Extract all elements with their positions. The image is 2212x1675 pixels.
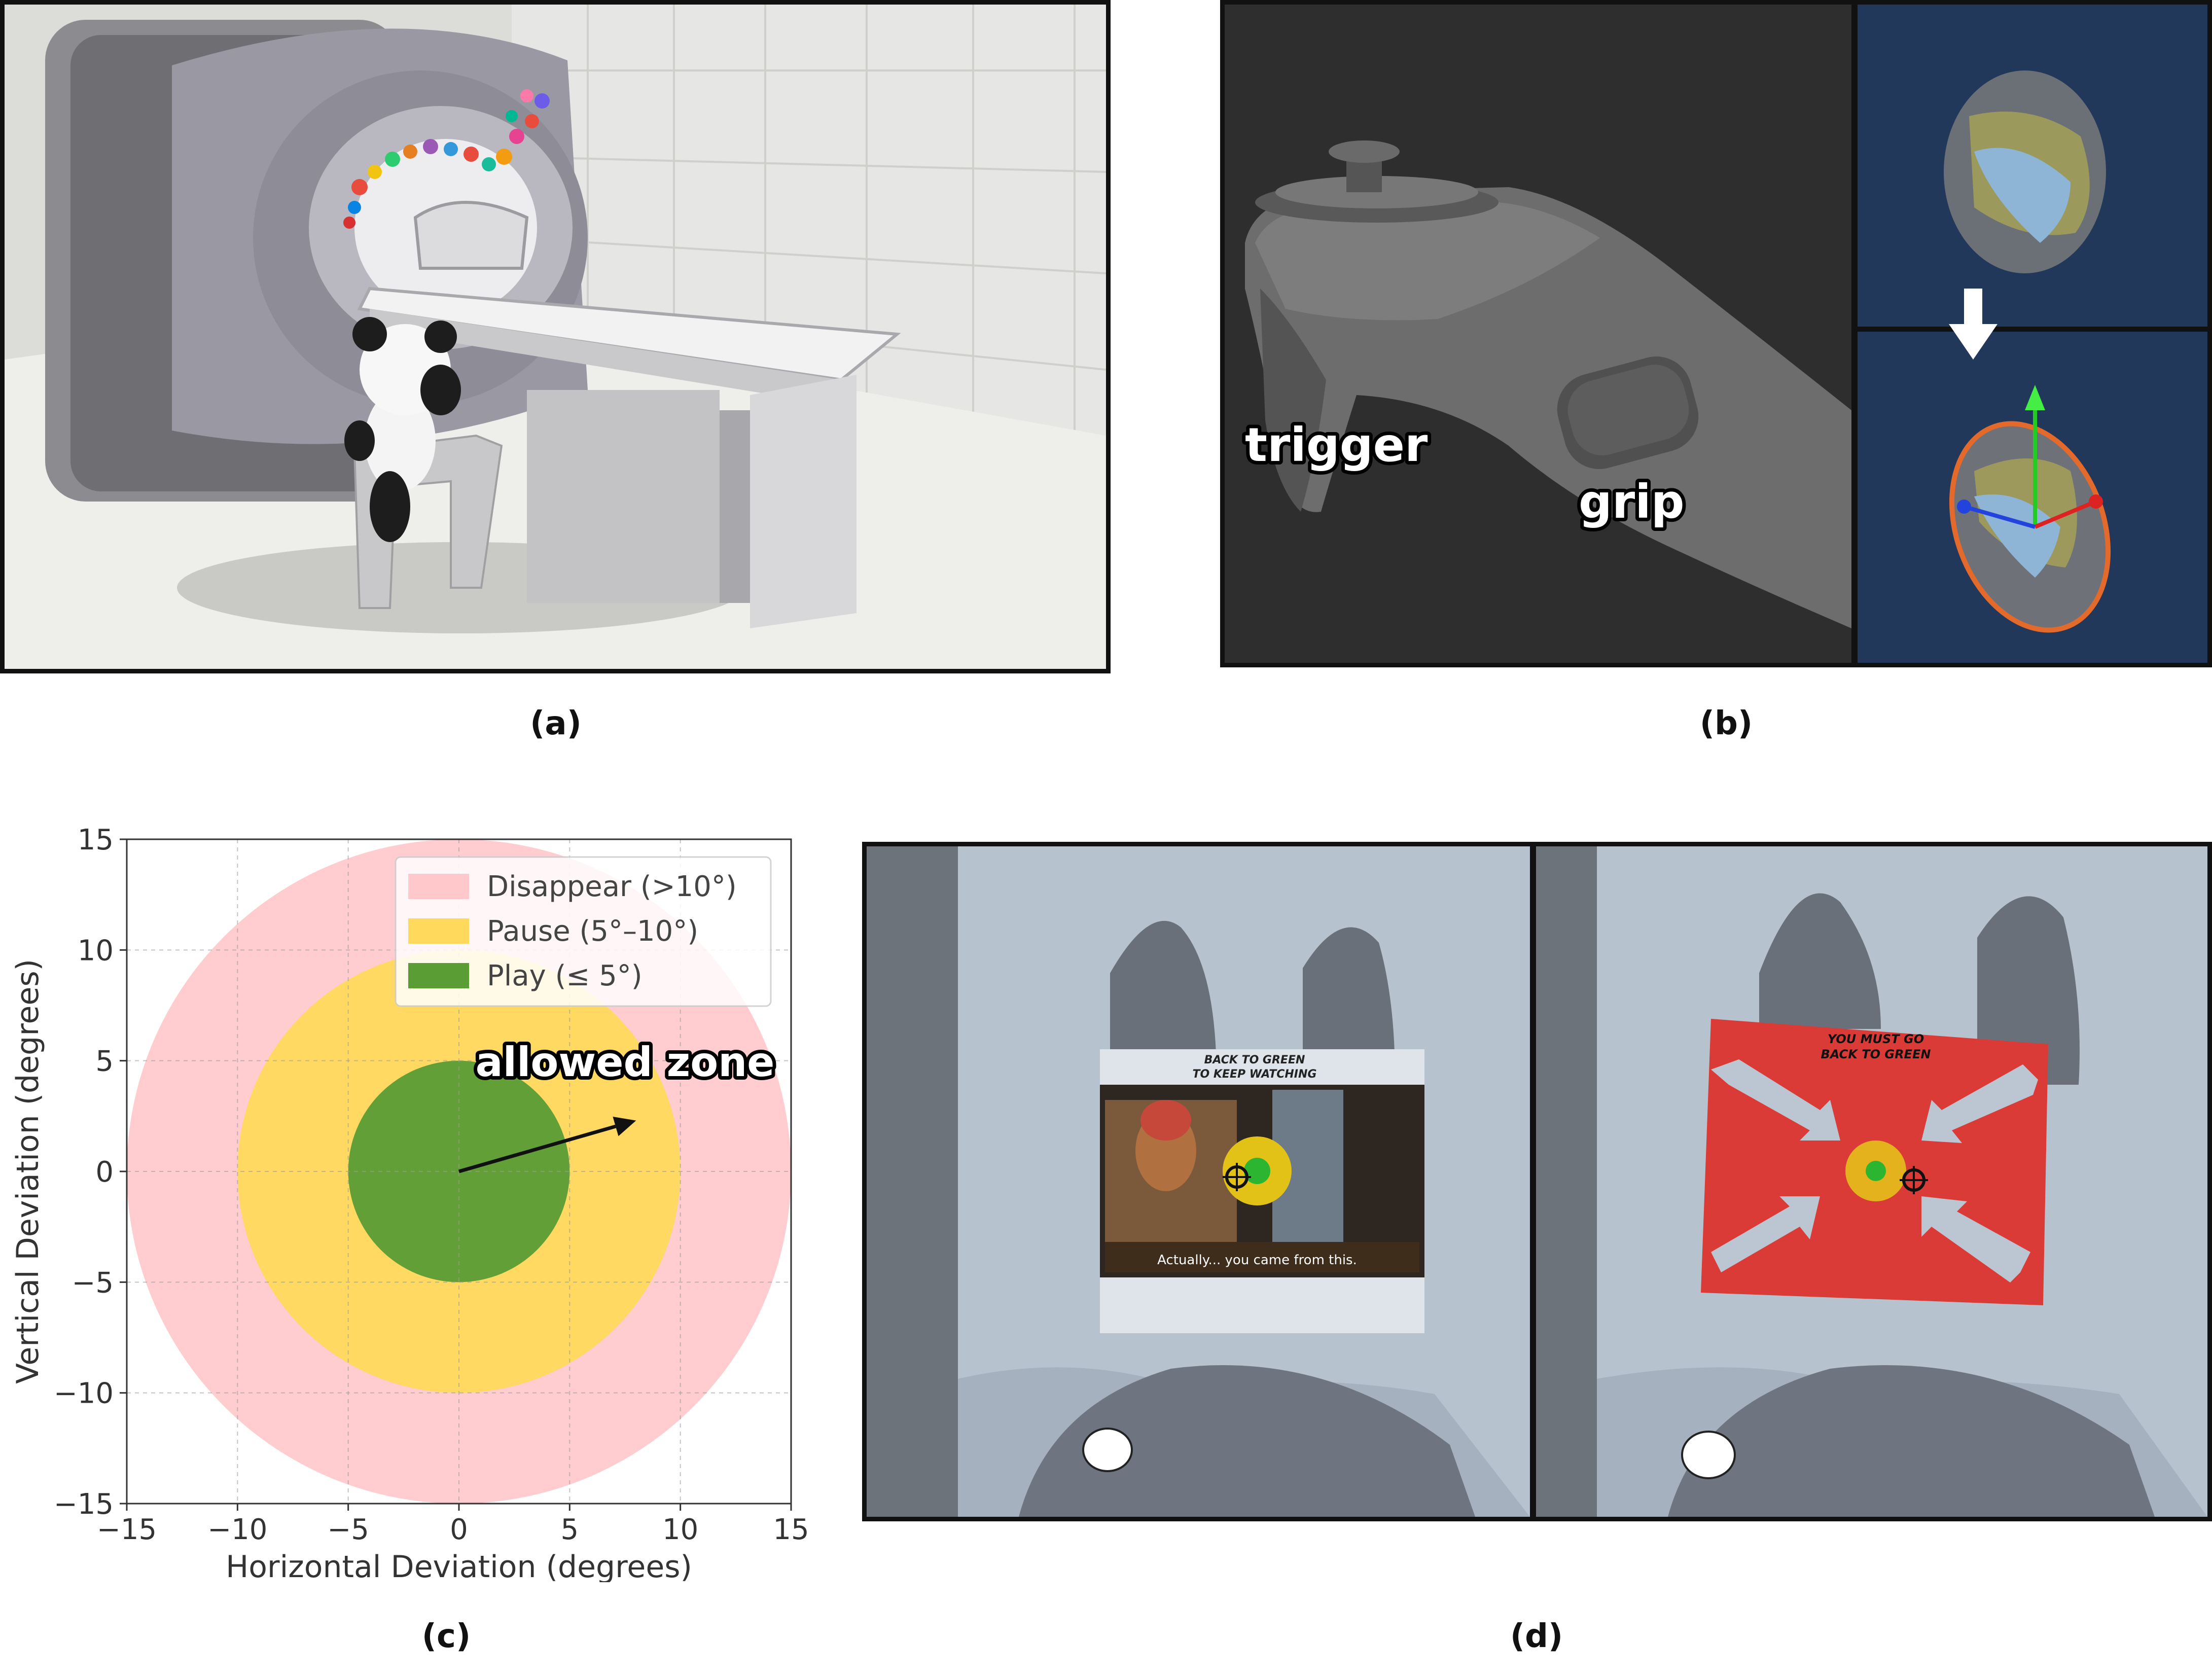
- y-tick-label-6: 15: [78, 824, 114, 857]
- warning-screen: YOU MUST GO BACK TO GREEN: [1701, 1019, 2048, 1305]
- ellipsoid-transform-illustration: [1858, 5, 2207, 663]
- panda-character: [344, 317, 461, 542]
- vr-scanner-view-warning: YOU MUST GO BACK TO GREEN: [1536, 846, 2207, 1517]
- y-tick-label-4: 5: [95, 1045, 114, 1078]
- direction-arrow: [458, 1124, 616, 1173]
- caption-c: (c): [421, 1618, 471, 1655]
- arrow-icon-top-left: [1711, 1059, 1840, 1141]
- y-tick-label-1: −10: [54, 1377, 114, 1410]
- warning-header-line-1: YOU MUST GO: [1828, 1032, 1924, 1046]
- legend-swatch-0: [408, 874, 469, 899]
- legend-label-1: Pause (5°–10°): [487, 915, 698, 948]
- x-tick-label-5: 10: [662, 1513, 698, 1546]
- caption-d: (d): [1510, 1618, 1563, 1655]
- trigger-label: trigger: [1245, 418, 1428, 472]
- mri-scene-illustration: [5, 5, 1106, 669]
- warning-header-line-2: BACK TO GREEN: [1821, 1047, 1931, 1061]
- legend-swatch-2: [408, 963, 469, 988]
- panel-b-controller: trigger grip: [1220, 0, 1856, 667]
- direction-arrowhead: [613, 1116, 636, 1136]
- movie-screen: BACK TO GREEN TO KEEP WATCHING Actually.…: [1100, 1049, 1424, 1333]
- y-tick-label-5: 10: [78, 934, 114, 967]
- grip-label: grip: [1579, 475, 1685, 529]
- movie-subtitle: Actually... you came from this.: [1157, 1253, 1357, 1268]
- y-tick-label-0: −15: [54, 1488, 114, 1521]
- legend-label-2: Play (≤ 5°): [487, 959, 643, 992]
- screen-header-line-1: BACK TO GREEN: [1204, 1054, 1305, 1066]
- allowed-zone-annotation: allowed zone: [476, 1039, 775, 1086]
- legend-swatch-1: [408, 918, 469, 944]
- x-tick-label-1: −10: [207, 1513, 267, 1546]
- x-tick-label-2: −5: [327, 1513, 369, 1546]
- arrow-icon-bottom-left: [1711, 1196, 1820, 1272]
- x-tick-label-0: −15: [97, 1513, 157, 1546]
- caption-b: (b): [1699, 705, 1753, 742]
- x-tick-label-4: 5: [561, 1513, 579, 1546]
- legend-label-0: Disappear (>10°): [487, 870, 737, 903]
- vr-controller-render: trigger grip: [1225, 5, 1851, 663]
- x-tick-label-6: 15: [773, 1513, 809, 1546]
- screen-header-line-2: TO KEEP WATCHING: [1193, 1068, 1317, 1081]
- arrow-icon-top-right: [1921, 1064, 2038, 1143]
- panel-a-mri-scene: [0, 0, 1111, 673]
- y-tick-label-2: −5: [72, 1266, 114, 1299]
- arrow-icon-bottom-right: [1921, 1196, 2030, 1282]
- legend-box: [395, 856, 772, 1007]
- zone-2: [348, 1060, 570, 1282]
- x-axis-label: Horizontal Deviation (degrees): [226, 1549, 692, 1582]
- panel-d-right-view: YOU MUST GO BACK TO GREEN: [1531, 842, 2212, 1521]
- y-tick-label-3: 0: [95, 1156, 114, 1189]
- panel-b-ellipsoid: [1853, 0, 2212, 667]
- caption-a: (a): [530, 705, 582, 742]
- panel-d-left-view: BACK TO GREEN TO KEEP WATCHING Actually.…: [862, 842, 1535, 1521]
- vr-scanner-view-watching: BACK TO GREEN TO KEEP WATCHING Actually.…: [867, 846, 1530, 1517]
- x-tick-label-3: 0: [450, 1513, 468, 1546]
- y-axis-label: Vertical Deviation (degrees): [10, 959, 46, 1384]
